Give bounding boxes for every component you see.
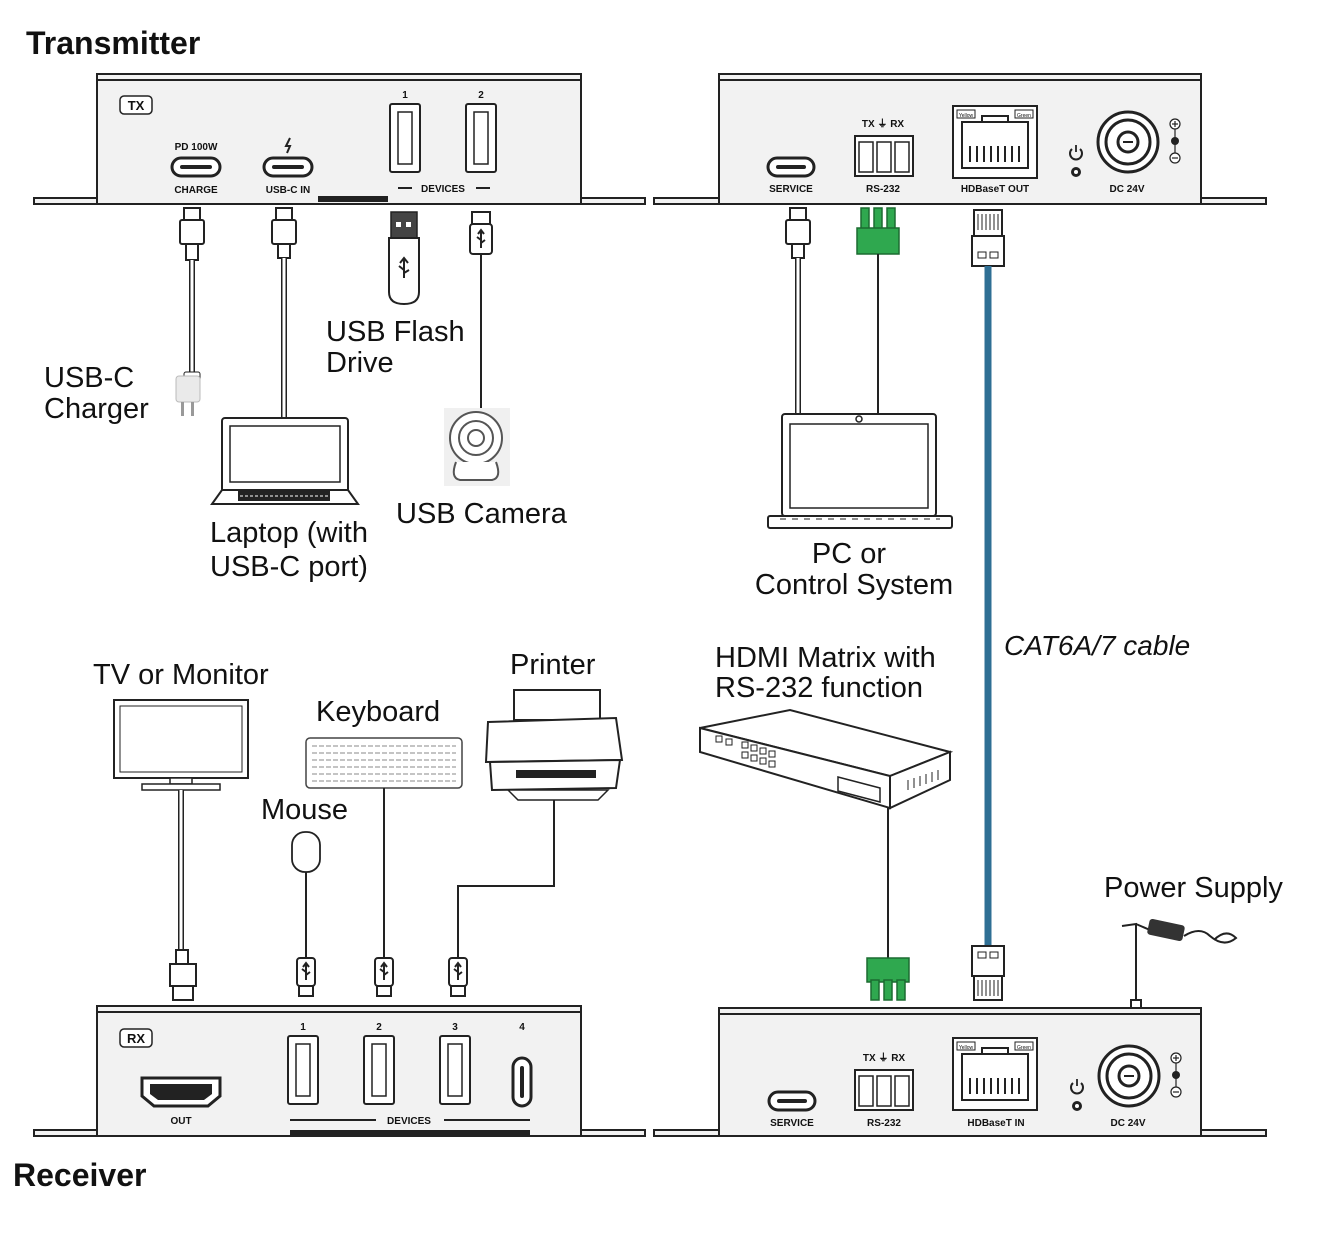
rx-rs232-label: RS-232: [867, 1118, 901, 1129]
pc-laptop-icon: [767, 413, 953, 529]
tx-hdbaset-label: HDBaseT OUT: [961, 184, 1029, 195]
tx-devices-label: DEVICES: [421, 184, 465, 195]
laptop-icon: [210, 417, 360, 505]
rx-usb-plugs: [296, 957, 468, 997]
tx-service-label: SERVICE: [769, 184, 813, 195]
tv-monitor-icon: [113, 699, 249, 1001]
matrix-label-2: RS-232 function: [715, 672, 923, 704]
rx-port-4-num: 4: [519, 1022, 525, 1033]
rx-badge-text: RX: [127, 1031, 145, 1046]
laptop-label-2: USB-C port): [210, 551, 368, 583]
charger-label-2: Charger: [44, 393, 149, 425]
usbc-in-label: USB-C IN: [266, 185, 310, 196]
tx-dc-label: DC 24V: [1109, 184, 1144, 195]
usbc-charger-icon: [175, 375, 201, 416]
flash-label-1: USB Flash: [326, 316, 465, 348]
usb-flash-drive-icon: [388, 211, 420, 306]
rx-rj45-plug: [971, 945, 1005, 1001]
tx-rs232-pins: TX ⏚ RX: [862, 118, 905, 130]
power-supply-label: Power Supply: [1104, 872, 1283, 904]
camera-cable: [469, 211, 493, 408]
rx-hdbaset-label: HDBaseT IN: [967, 1118, 1024, 1129]
charger-cable: [179, 207, 205, 399]
rx-devices-label: DEVICES: [387, 1116, 431, 1127]
rx-led-yellow: Yellow: [959, 1045, 974, 1051]
device-port-2-num: 2: [478, 90, 484, 101]
tx-badge-text: TX: [128, 98, 145, 113]
keyboard-icon: [305, 737, 463, 958]
charger-label-1: USB-C: [44, 362, 134, 394]
rx-front-panel: RX OUT 1 2 3 4 DEVICES: [33, 1005, 646, 1137]
tx-led-green: Green: [1017, 113, 1031, 119]
rx-rs232-connector: [866, 957, 910, 1001]
device-port-1-num: 1: [402, 90, 408, 101]
rx-badge: [119, 1028, 153, 1048]
mouse-icon: [291, 831, 321, 958]
tx-led-yellow: Yellow: [959, 113, 974, 119]
tx-rs232-connector: [856, 207, 900, 414]
printer-label: Printer: [510, 649, 596, 681]
keyboard-label: Keyboard: [316, 696, 440, 728]
rx-power-led-icon: [1070, 1079, 1084, 1111]
rx-port-2-num: 2: [376, 1022, 382, 1033]
flash-label-2: Drive: [326, 347, 394, 379]
camera-label: USB Camera: [396, 498, 568, 530]
tv-label: TV or Monitor: [93, 659, 269, 691]
laptop-label-1: Laptop (with: [210, 517, 368, 549]
service-cable: [785, 207, 811, 414]
tx-back-panel: SERVICE TX ⏚ RX RS-232 Yellow Green HDBa…: [653, 73, 1267, 205]
mouse-label: Mouse: [261, 794, 348, 826]
tx-polarity-icon: [1169, 118, 1181, 164]
thunderbolt-icon: [284, 137, 292, 154]
rx-led-green: Green: [1017, 1045, 1031, 1051]
rx-out-label: OUT: [170, 1116, 191, 1127]
tx-rs232-label: RS-232: [866, 184, 900, 195]
hdmi-matrix-icon: [699, 708, 954, 958]
tx-power-led-icon: [1069, 145, 1083, 177]
rx-rs232-pins: TX ⏚ RX: [863, 1052, 906, 1064]
rx-service-label: SERVICE: [770, 1118, 814, 1129]
rx-port-3-num: 3: [452, 1022, 458, 1033]
printer-icon: [457, 689, 624, 958]
matrix-label-1: HDMI Matrix with: [715, 642, 936, 674]
tx-badge: [119, 95, 153, 115]
rx-port-1-num: 1: [300, 1022, 306, 1033]
charge-label: CHARGE: [174, 185, 218, 196]
receiver-heading: Receiver: [13, 1157, 146, 1193]
usb-camera-icon: [444, 408, 510, 486]
pd-label: PD 100W: [175, 142, 218, 153]
rx-polarity-icon: [1170, 1052, 1182, 1098]
rx-back-panel: SERVICE TX ⏚ RX RS-232 Yellow Green HDBa…: [653, 1007, 1267, 1137]
transmitter-heading: Transmitter: [26, 25, 200, 61]
cat-cable-label: CAT6A/7 cable: [1004, 630, 1190, 661]
tx-front-panel: TX PD 100W CHARGE USB-C IN 1 2 DEVICES: [33, 73, 646, 205]
tx-rj45-plug: [971, 209, 1005, 267]
rx-dc-label: DC 24V: [1110, 1118, 1145, 1129]
pc-label-2: Control System: [755, 569, 953, 601]
pc-label-1: PC or: [812, 538, 886, 570]
laptop-cable: [271, 207, 297, 418]
